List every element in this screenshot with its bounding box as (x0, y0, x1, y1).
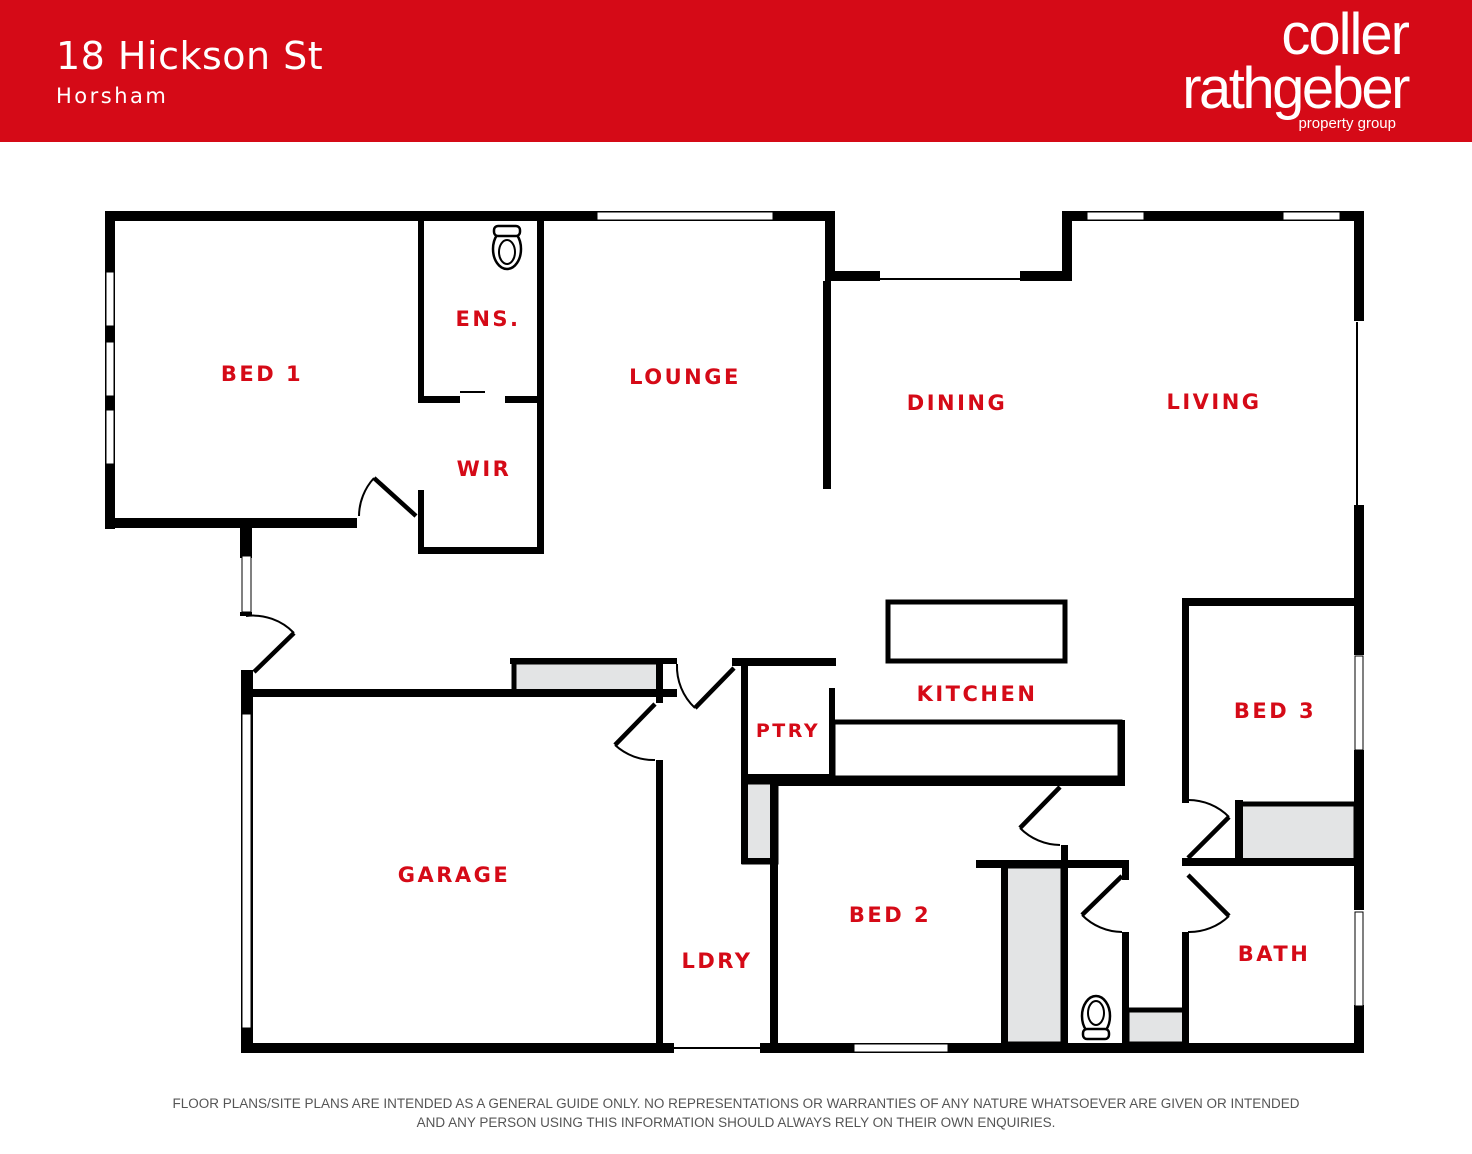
property-suburb: Horsham (56, 84, 169, 108)
room-label-wir: WIR (457, 457, 512, 481)
disclaimer-line-1: FLOOR PLANS/SITE PLANS ARE INTENDED AS A… (172, 1096, 1300, 1111)
linen-cupboard (1124, 1007, 1188, 1047)
room-label-kitchen: KITCHEN (917, 682, 1038, 706)
room-label-lounge: LOUNGE (629, 365, 741, 389)
toilet-icon (491, 224, 523, 271)
logo-line-2: rathgeber (1182, 56, 1410, 121)
bed2-robe (1002, 863, 1066, 1047)
kitchen-bench (830, 719, 1123, 781)
disclaimer-text: FLOOR PLANS/SITE PLANS ARE INTENDED AS A… (0, 1094, 1472, 1132)
logo-line-3: property group (1298, 115, 1396, 132)
room-label-dining: DINING (907, 391, 1007, 415)
header-banner: 18 Hickson St Horsham coller rathgeber p… (0, 0, 1472, 142)
room-label-garage: GARAGE (398, 863, 511, 887)
room-label-ldry: LDRY (681, 949, 752, 973)
room-label-ens: ENS. (455, 307, 520, 331)
doors (245, 476, 1231, 934)
property-address: 18 Hickson St (56, 34, 324, 78)
room-label-living: LIVING (1166, 390, 1261, 414)
room-label-ptry: PTRY (756, 720, 820, 742)
disclaimer-line-2: AND ANY PERSON USING THIS INFORMATION SH… (416, 1115, 1056, 1130)
logo-line-1: coller (1281, 2, 1410, 67)
room-label-bed2: BED 2 (849, 903, 931, 927)
bed3-robe (1236, 801, 1359, 864)
toilet-icon (1080, 994, 1112, 1041)
agency-logo: coller rathgeber property group (1108, 2, 1410, 136)
room-label-bath: BATH (1238, 942, 1311, 966)
kitchen-island (885, 599, 1068, 664)
room-label-bed1: BED 1 (221, 362, 303, 386)
windows (105, 211, 1364, 1053)
room-label-bed3: BED 3 (1234, 699, 1316, 723)
